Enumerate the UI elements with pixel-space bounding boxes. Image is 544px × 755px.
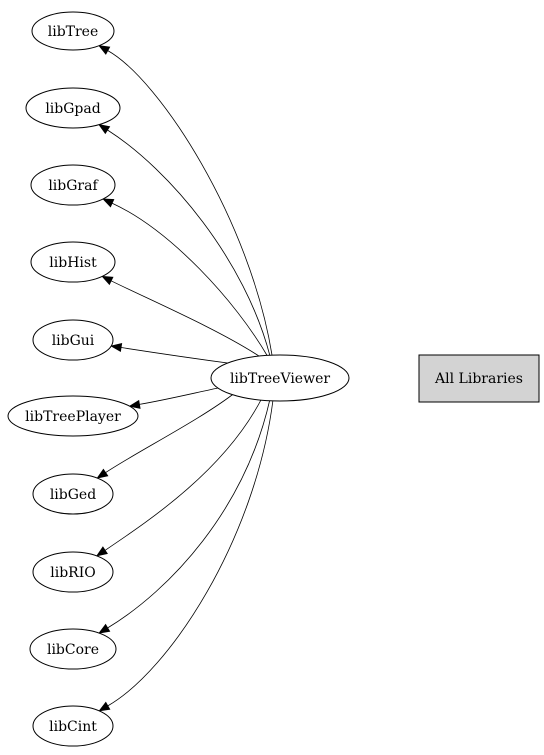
arrowhead [95, 546, 108, 557]
edge-line [107, 129, 271, 357]
arrowhead [102, 198, 115, 208]
edge-to-libgui [110, 342, 236, 365]
center-node[interactable]: libTreeViewer [210, 354, 350, 402]
node-label: libGpad [45, 101, 100, 117]
node-shape [30, 241, 116, 283]
node-label: libCint [49, 719, 97, 735]
node-shape [32, 319, 114, 361]
all-libraries-button[interactable]: All Libraries [418, 354, 540, 403]
edges-layer [95, 45, 274, 712]
node-shape [7, 395, 139, 437]
edge-to-libgraf [102, 198, 269, 358]
edge-to-libged [96, 391, 237, 479]
node-label: libTree [48, 24, 99, 40]
node-shape [30, 164, 116, 206]
node-label: libGed [50, 487, 96, 503]
node-shape [25, 87, 121, 129]
node-label: libGui [52, 333, 95, 349]
arrowhead [110, 342, 123, 353]
node-label: libCore [47, 642, 99, 658]
node-shape [31, 11, 115, 51]
node-label: libGraf [48, 178, 99, 194]
edge-line [107, 399, 274, 707]
arrowhead [98, 45, 111, 55]
arrowhead [101, 275, 114, 286]
node-label: libRIO [50, 565, 95, 581]
node-shape [29, 628, 117, 670]
edge-line [121, 347, 236, 365]
arrowhead [98, 124, 111, 135]
all-libraries-box [418, 354, 540, 403]
node-libcint[interactable]: libCint [32, 705, 114, 747]
node-libtree[interactable]: libTree [31, 11, 115, 51]
edge-line [139, 387, 219, 405]
edge-line [107, 398, 271, 629]
arrowhead [128, 399, 141, 409]
edge-to-libtree [98, 45, 273, 356]
nodes-layer: libTree libGpad libGraf libHist libGui libTre… [7, 11, 139, 747]
node-libgraf[interactable]: libGraf [30, 164, 116, 206]
edge-to-libtreeplayer [128, 387, 219, 409]
node-libtreeplayer[interactable]: libTreePlayer [7, 395, 139, 437]
edge-to-libgpad [98, 124, 271, 357]
edge-line [110, 280, 263, 359]
node-shape [32, 705, 114, 747]
arrowhead [96, 468, 109, 479]
edge-to-libhist [101, 275, 263, 359]
node-libcore[interactable]: libCore [29, 628, 117, 670]
edge-line [107, 50, 273, 356]
node-libgpad[interactable]: libGpad [25, 87, 121, 129]
center-node-shape [210, 354, 350, 402]
arrowhead [98, 623, 111, 634]
edge-to-libcint [98, 399, 274, 712]
edge-to-libcore [98, 398, 271, 634]
node-label: libHist [49, 255, 97, 271]
node-libgui[interactable]: libGui [32, 319, 114, 361]
all-libraries-label: All Libraries [434, 371, 523, 387]
node-label: libTreePlayer [25, 409, 121, 425]
edge-line [105, 391, 237, 473]
center-node-label: libTreeViewer [230, 371, 330, 387]
node-libhist[interactable]: libHist [30, 241, 116, 283]
arrowhead [98, 701, 111, 712]
node-libged[interactable]: libGed [32, 473, 114, 515]
edge-line [112, 202, 269, 358]
edge-line [104, 397, 263, 551]
node-librio[interactable]: libRIO [32, 551, 114, 593]
edge-to-librio [95, 397, 263, 557]
node-shape [32, 551, 114, 593]
node-shape [32, 473, 114, 515]
